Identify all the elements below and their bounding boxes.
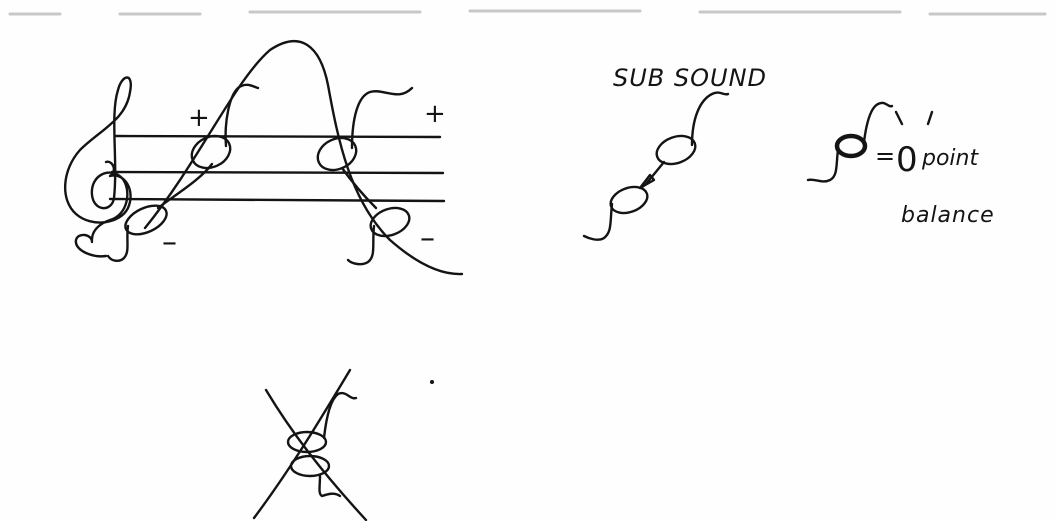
- treble-clef-icon: [65, 78, 131, 257]
- sub-sound-label: SUB SOUND: [613, 64, 767, 92]
- plus-mark-left: +: [188, 103, 210, 133]
- falling-connector: [342, 168, 376, 208]
- radiance-marks: [896, 112, 932, 124]
- minus-mark-right: –: [420, 221, 435, 256]
- balance-label: balance: [901, 203, 995, 228]
- point-label: point: [921, 146, 979, 171]
- note-high-right: [313, 88, 412, 176]
- ink-dot: [430, 380, 434, 384]
- equals-sign: =: [875, 142, 895, 170]
- plus-mark-right: +: [424, 99, 446, 129]
- minus-mark-left: –: [162, 225, 177, 260]
- note-low-right: [348, 203, 413, 264]
- music-staff: [110, 136, 444, 201]
- sub-sound-upper-note: [653, 93, 728, 169]
- cross-out-x: [254, 370, 366, 520]
- crossed-notes: [288, 393, 356, 496]
- sub-sound-lower-note: [584, 182, 651, 239]
- sub-sound-arrow: [646, 162, 664, 184]
- zero-digit: 0: [896, 140, 918, 180]
- scan-edge-marks: [10, 11, 1045, 14]
